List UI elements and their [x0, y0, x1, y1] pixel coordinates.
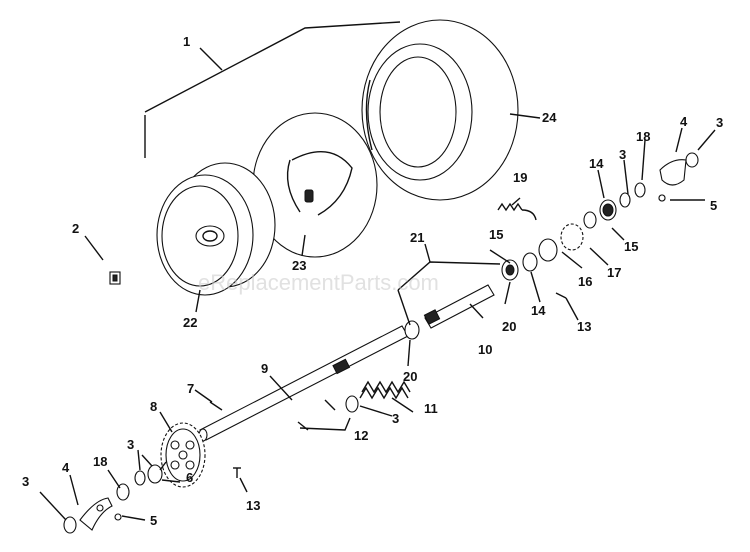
valve-part-2	[109, 271, 121, 285]
inner-tube-part-23	[252, 112, 378, 258]
callout-3: 3	[716, 115, 723, 130]
callout-17: 17	[607, 265, 621, 280]
spring-part-11	[359, 380, 411, 400]
callout-10: 10	[478, 342, 492, 357]
callout-23: 23	[292, 258, 306, 273]
callout-3: 3	[392, 411, 399, 426]
callout-15: 15	[624, 239, 638, 254]
bracket-part-4-left	[79, 497, 113, 531]
callout-18: 18	[93, 454, 107, 469]
callout-6: 6	[186, 470, 193, 485]
watermark-text: eReplacementParts.com	[198, 270, 439, 295]
screw-part-5	[114, 194, 666, 521]
pin-part-7	[209, 401, 223, 411]
callout-9: 9	[261, 361, 268, 376]
callout-13: 13	[246, 498, 260, 513]
callout-14: 14	[531, 303, 546, 318]
axle-part-9	[198, 325, 409, 442]
callout-14: 14	[589, 156, 604, 171]
pin-part-12	[297, 399, 336, 431]
callout-15: 15	[489, 227, 503, 242]
callout-1: 1	[183, 34, 190, 49]
shaft-part-10	[423, 284, 495, 329]
washer-part-3-mid	[345, 395, 359, 413]
bushing-part-20b	[501, 259, 519, 281]
tire-part-24	[361, 19, 519, 201]
spring-part-19	[497, 202, 537, 221]
washer-part-3-left	[63, 464, 163, 534]
callout-20: 20	[403, 369, 417, 384]
callout-2: 2	[72, 221, 79, 236]
callout-16: 16	[578, 274, 592, 289]
callout-18: 18	[636, 129, 650, 144]
callout-5: 5	[710, 198, 717, 213]
callout-8: 8	[150, 399, 157, 414]
wheel-rim-part-22	[156, 162, 276, 296]
callout-21: 21	[410, 230, 424, 245]
callout-3: 3	[127, 437, 134, 452]
callout-13: 13	[577, 319, 591, 334]
callout-20: 20	[502, 319, 516, 334]
pin-part-13	[233, 292, 567, 478]
callout-24: 24	[542, 110, 557, 125]
callout-5: 5	[150, 513, 157, 528]
callout-19: 19	[513, 170, 527, 185]
callout-3: 3	[22, 474, 29, 489]
callout-4: 4	[680, 114, 688, 129]
callout-22: 22	[183, 315, 197, 330]
gear-part-8	[160, 422, 206, 488]
callout-3: 3	[619, 147, 626, 162]
bushing-part-20a	[404, 320, 420, 340]
hardware-right-group	[522, 152, 699, 272]
callout-12: 12	[354, 428, 368, 443]
callouts: 1 2 3 3 3 3 3 4 4 5 5 6 7 8 9 10 11 12 1…	[22, 34, 723, 528]
callout-11: 11	[424, 401, 438, 416]
callout-7: 7	[187, 381, 194, 396]
leader-lines	[39, 21, 716, 521]
callout-4: 4	[62, 460, 70, 475]
